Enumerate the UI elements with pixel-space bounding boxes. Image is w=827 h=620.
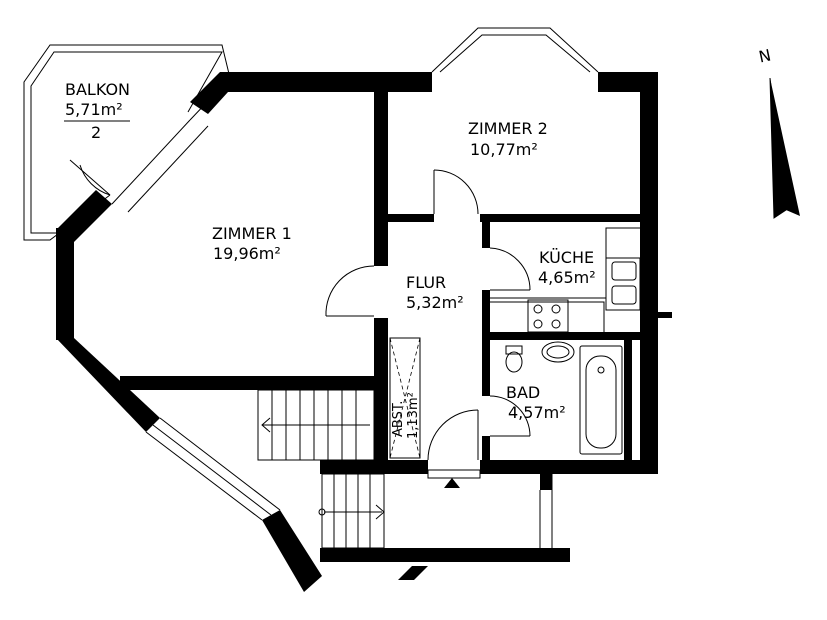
zimmer2-area: 10,77m² [470,140,538,159]
label-balkon: BALKON 5,71m² 2 [64,80,130,142]
label-bad: BAD 4,57m² [506,383,566,422]
abst-area: 1,13m² [406,392,421,439]
compass-label: N [757,45,773,66]
door-balcony [69,159,111,196]
zimmer1-area: 19,96m² [213,244,281,263]
window-balcony [111,119,209,213]
door-kueche [489,247,531,291]
storage-cross [389,337,421,459]
kitchen-counter [490,227,641,333]
door-zimmer2 [433,169,479,215]
kueche-name: KÜCHE [539,248,594,267]
north-arrow-icon: N [757,45,800,219]
label-flur: FLUR 5,32m² [406,273,464,312]
balkon-area: 5,71m² [65,100,123,119]
stairs-upper [257,389,375,461]
bathroom-fixtures [505,341,623,455]
abst-name: ABST. [391,401,406,437]
label-abst: ABST. 1,13m² [391,392,421,439]
kueche-area: 4,65m² [538,268,596,287]
bay-window [431,27,599,73]
zimmer2-name: ZIMMER 2 [468,119,548,138]
door-bad [489,395,531,437]
balkon-fraction: 2 [91,123,101,142]
label-zimmer2: ZIMMER 2 10,77m² [468,119,548,159]
bad-name: BAD [506,383,540,402]
flur-name: FLUR [406,273,446,292]
balcony-outline [23,44,231,241]
balkon-name: BALKON [65,80,130,99]
door-entrance [427,409,479,461]
bad-area: 4,57m² [508,403,566,422]
label-kueche: KÜCHE 4,65m² [538,248,596,287]
window-lower-left [145,417,281,521]
door-zimmer1 [325,265,375,317]
flur-area: 5,32m² [406,293,464,312]
stairs-lower [318,473,385,549]
zimmer1-name: ZIMMER 1 [212,224,292,243]
entrance [427,469,553,548]
walls [56,72,672,592]
label-zimmer1: ZIMMER 1 19,96m² [212,224,292,263]
